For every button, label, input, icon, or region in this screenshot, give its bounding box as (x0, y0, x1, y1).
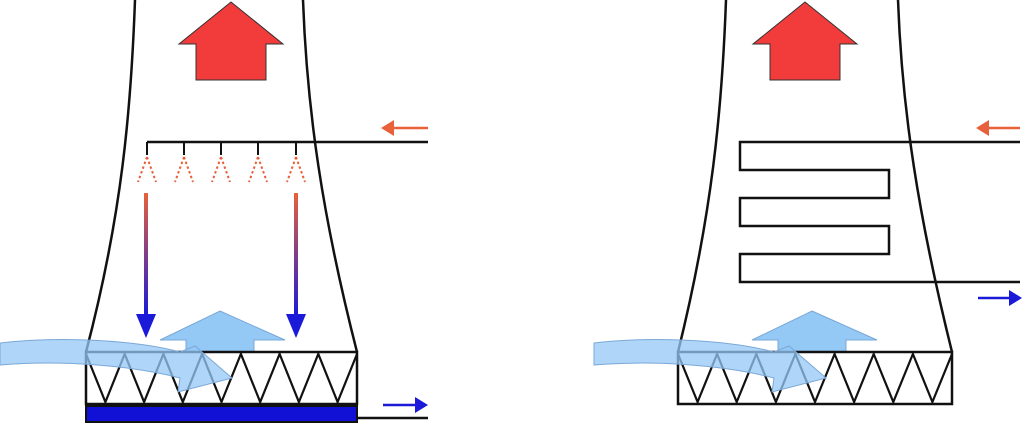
curved-air-inflow-arrow-icon (0, 339, 234, 393)
spray-nozzles (137, 142, 306, 183)
tower-left-wall (676, 0, 728, 353)
tower-right-wall (301, 0, 359, 353)
dry-cooling-tower (593, 0, 1022, 406)
cool-water-out-arrow-icon (978, 290, 1022, 306)
tower-right-wall (896, 0, 954, 353)
red-up-arrow-icon (751, 1, 859, 81)
hot-water-in-arrow-icon (381, 120, 428, 136)
cool-air-up-arrow-icon (751, 310, 878, 353)
spray-nozzle-icon (248, 142, 268, 183)
falling-water-arrow-icon (136, 193, 156, 338)
red-up-arrow-icon (177, 1, 285, 81)
hot-water-in-arrow-icon (976, 120, 1020, 136)
coil-pipe-icon (738, 140, 1020, 284)
fill-pack-icon (676, 350, 954, 406)
curved-air-inflow-arrow-icon (593, 339, 828, 393)
fill-pack-icon (84, 350, 359, 406)
spray-nozzle-icon (211, 142, 231, 183)
spray-nozzle-icon (137, 142, 157, 183)
cool-air-up-arrow-icon (159, 310, 286, 353)
wet-cooling-tower (0, 0, 428, 423)
spray-nozzle-icon (286, 142, 306, 183)
cool-water-out-arrow-icon (383, 397, 428, 413)
falling-water-arrow-icon (286, 193, 306, 338)
tower-left-wall (84, 0, 137, 353)
water-basin (85, 405, 358, 423)
spray-nozzle-icon (174, 142, 194, 183)
